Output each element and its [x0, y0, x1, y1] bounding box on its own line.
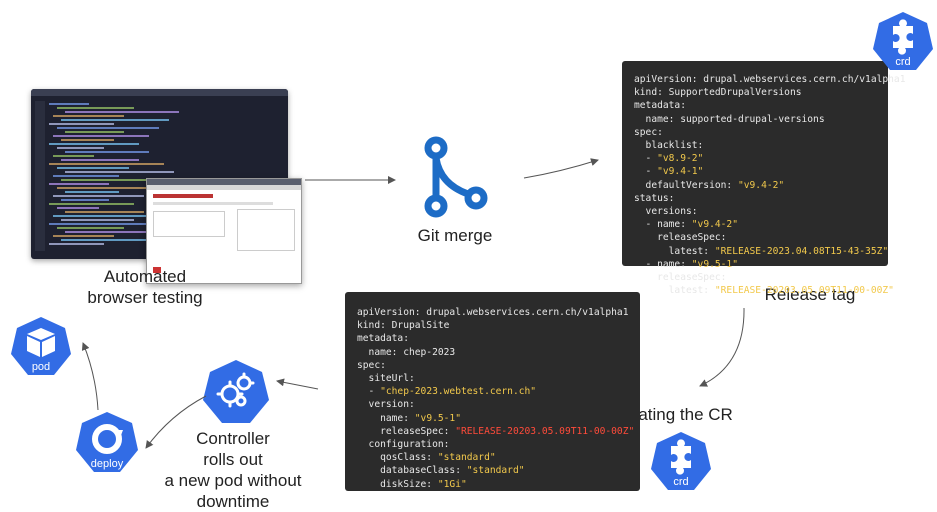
- code-line: releaseSpec: "RELEASE-20203.05.09T11-00-…: [357, 425, 635, 437]
- ide-decor-line: [57, 147, 104, 149]
- ide-decor-line: [49, 123, 114, 125]
- drupal-site-code: apiVersion: drupal.webservices.cern.ch/v…: [345, 292, 640, 491]
- git-merge-icon: [420, 136, 490, 223]
- ide-decor-line: [65, 171, 174, 173]
- ide-decor-line: [61, 199, 109, 201]
- ide-decor-line: [57, 207, 99, 209]
- code-line: siteUrl:: [357, 373, 415, 385]
- crd-icon-top: crd: [873, 10, 933, 72]
- code-line: metadata:: [357, 333, 409, 345]
- code-line: - name: "v9.4-2": [634, 219, 738, 231]
- code-line: version:: [357, 399, 415, 411]
- deploy-text: deploy: [91, 458, 124, 470]
- ide-decor-line: [65, 151, 149, 153]
- ide-decor-line: [65, 191, 119, 193]
- ide-decor-line: [53, 135, 149, 137]
- ide-decor-line: [65, 131, 124, 133]
- controller-line-1: Controller: [196, 429, 270, 448]
- code-line: blacklist:: [634, 140, 704, 152]
- pod-icon: pod: [11, 315, 71, 377]
- code-line: status:: [634, 192, 675, 204]
- crd-bottom-text: crd: [673, 476, 688, 488]
- deploy-icon: deploy: [76, 410, 138, 474]
- code-line: kind: DrupalSite: [357, 320, 450, 332]
- ide-decor-line: [61, 139, 114, 141]
- ide-decor-line: [53, 215, 169, 217]
- code-line: configuration:: [357, 439, 450, 451]
- code-line: databaseClass: "standard": [357, 465, 525, 477]
- ide-decor-line: [57, 187, 154, 189]
- code-line: latest: "RELEASE-2023.04.08T15-43-35Z": [634, 245, 889, 257]
- ide-decor-line: [65, 231, 169, 233]
- ide-decor-line: [53, 115, 124, 117]
- ide-decor-line: [65, 211, 144, 213]
- ide-decor-line: [61, 119, 169, 121]
- arrow-cr-to-controller: [276, 378, 319, 390]
- ide-decor-line: [49, 163, 164, 165]
- ide-decor-line: [53, 155, 94, 157]
- crd-top-text: crd: [895, 56, 910, 68]
- ide-decor-line: [49, 223, 159, 225]
- code-line: metadata:: [634, 100, 686, 112]
- code-line: kind: SupportedDrupalVersions: [634, 87, 802, 99]
- arrow-deploy-to-pod: [81, 342, 99, 411]
- ide-decor-line: [49, 203, 134, 205]
- ide-decor-line: [57, 107, 134, 109]
- automated-testing-line-1: Automated: [103, 267, 187, 286]
- ide-decor-line: [53, 195, 144, 197]
- ide-decor-line: [61, 159, 139, 161]
- browser-screenshot: [146, 178, 302, 284]
- ide-decor-line: [49, 103, 89, 105]
- ide-decor-line: [65, 111, 179, 113]
- ide-decor-line: [61, 239, 159, 241]
- ide-decor-line: [61, 179, 164, 181]
- code-line: apiVersion: drupal.webservices.cern.ch/v…: [357, 307, 629, 318]
- ide-decor-line: [57, 227, 124, 229]
- crd-icon-bottom: crd: [651, 430, 711, 492]
- code-line: name: chep-2023: [357, 346, 456, 358]
- ide-decor-line: [53, 175, 119, 177]
- ide-decor-line: [53, 235, 114, 237]
- code-line: apiVersion: drupal.webservices.cern.ch/v…: [634, 74, 906, 85]
- code-line: qosClass: "standard": [357, 452, 496, 464]
- release-tag-label: Release tag: [764, 285, 856, 304]
- code-line: defaultVersion: "v9.4-2": [634, 179, 785, 191]
- code-line: spec:: [634, 126, 663, 138]
- code-line: name: "v9.5-1": [357, 412, 461, 424]
- code-line: - "chep-2023.webtest.cern.ch": [357, 386, 537, 398]
- arrow-release-to-cr: [699, 307, 745, 387]
- ide-decor-line: [61, 219, 134, 221]
- code-line: - "v9.4-1": [634, 166, 704, 178]
- controller-line-2: rolls out: [203, 450, 263, 469]
- code-line: releaseSpec:: [634, 272, 727, 284]
- ide-decor-line: [57, 167, 129, 169]
- git-merge-label: Git merge: [417, 226, 493, 245]
- controller-line-3: a new pod without: [164, 471, 302, 490]
- controller-icon: [203, 358, 269, 424]
- ide-decor-line: [49, 243, 104, 245]
- pod-text: pod: [32, 361, 50, 373]
- arrow-merge-to-release: [523, 158, 599, 179]
- arrow-controller-to-deploy: [145, 395, 207, 449]
- ide-decor-line: [49, 183, 109, 185]
- code-line: diskSize: "1Gi": [357, 478, 467, 490]
- code-line: releaseSpec:: [634, 232, 727, 244]
- code-line: name: supported-drupal-versions: [634, 113, 825, 125]
- code-line: - "v8.9-2": [634, 153, 704, 165]
- code-line: spec:: [357, 359, 386, 371]
- code-line: - name: "v9.5-1": [634, 258, 738, 270]
- flow-arrows: [81, 158, 745, 449]
- automated-testing-line-2: browser testing: [87, 288, 203, 307]
- ide-decor-line: [57, 127, 159, 129]
- ide-decor-line: [49, 143, 139, 145]
- code-line: versions:: [634, 206, 698, 218]
- automated-testing-label: Automated browser testing: [40, 266, 250, 308]
- code-line: latest: "RELEASE-20203.05.09T11-00-00Z": [634, 285, 894, 297]
- supported-drupal-versions-code: apiVersion: drupal.webservices.cern.ch/v…: [622, 61, 906, 296]
